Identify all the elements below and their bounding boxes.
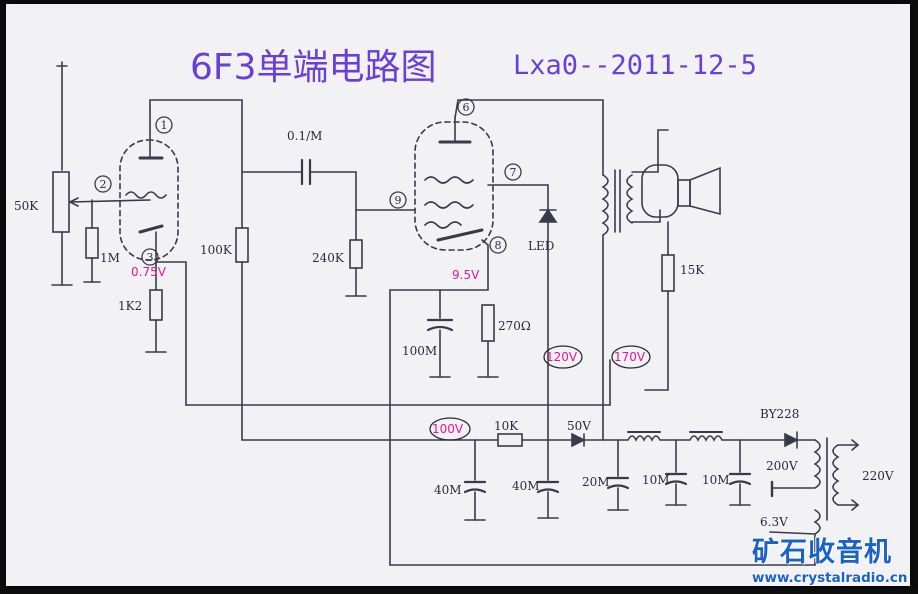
- plate-resistor-1: [235, 227, 249, 263]
- tube-2: [414, 121, 494, 251]
- label-cathode-cap-2: 100M: [402, 344, 437, 358]
- label-zener: 50V: [567, 419, 591, 433]
- pin-label-2: 2: [100, 178, 107, 191]
- label-hv-winding: 200V: [766, 459, 798, 473]
- pin-markers: [94, 98, 522, 266]
- label-filter-cap-3: 20M: [582, 475, 610, 489]
- label-mains: 220V: [862, 469, 894, 483]
- label-volume-pot: 50K: [14, 199, 39, 213]
- pin-label-1: 1: [161, 119, 168, 132]
- volume-pot: [52, 171, 70, 233]
- diagram-subtitle: Lxa0--2011-12-5: [513, 50, 757, 81]
- speaker-resistor: [661, 254, 675, 292]
- grid-resistor-2: [349, 239, 363, 269]
- filter-capacitors: [463, 439, 752, 521]
- grid-resistor: [85, 227, 99, 259]
- label-speaker-resistor: 15K: [680, 263, 705, 277]
- watermark-url: www.crystalradio.cn: [752, 570, 908, 586]
- label-filter-cap-2: 40M: [512, 479, 540, 493]
- voltage-supply: 100V: [432, 422, 464, 436]
- label-filter-cap-1: 40M: [434, 483, 462, 497]
- label-cathode-resistor-1: 1K2: [118, 299, 142, 313]
- label-coupling-cap: 0.1/M: [287, 129, 322, 143]
- label-grid-resistor: 1M: [100, 251, 120, 265]
- voltage-plate: 170V: [614, 350, 646, 364]
- watermark-brand: 矿石收音机: [752, 537, 892, 568]
- label-filter-cap-5: 10M: [702, 473, 730, 487]
- label-filter-resistor: 10K: [494, 419, 519, 433]
- pin-label-6: 6: [463, 101, 470, 114]
- voltage-screen: 120V: [546, 350, 578, 364]
- pin-label-8: 8: [495, 239, 502, 252]
- label-cathode-resistor-2: 270Ω: [498, 319, 531, 333]
- label-led: LED: [528, 239, 554, 253]
- label-plate-resistor-1: 100K: [200, 243, 233, 257]
- power-transformer: [771, 439, 821, 489]
- output-transformer: [601, 174, 609, 236]
- pin-label-9: 9: [395, 194, 402, 207]
- label-rectifier: BY228: [760, 407, 799, 421]
- diagram-title: 6F3单端电路图: [190, 47, 437, 88]
- speaker: [677, 179, 691, 207]
- tube-1: [119, 139, 179, 261]
- rectifier: [784, 432, 799, 448]
- pot-wiper-wire: [69, 199, 151, 203]
- cathode-resistor-2: [481, 304, 495, 342]
- cathode-resistor-1: [149, 289, 163, 321]
- label-filter-cap-4: 10M: [642, 473, 670, 487]
- pin-label-7: 7: [510, 166, 517, 179]
- pin-label-3: 3: [147, 251, 154, 264]
- label-heater-winding: 6.3V: [760, 515, 788, 529]
- voltage-v1-cathode: 0.75V: [131, 265, 167, 279]
- voltage-v2-cathode: 9.5V: [452, 268, 480, 282]
- label-grid-resistor-2: 240K: [312, 251, 345, 265]
- filter-resistor: [497, 433, 523, 447]
